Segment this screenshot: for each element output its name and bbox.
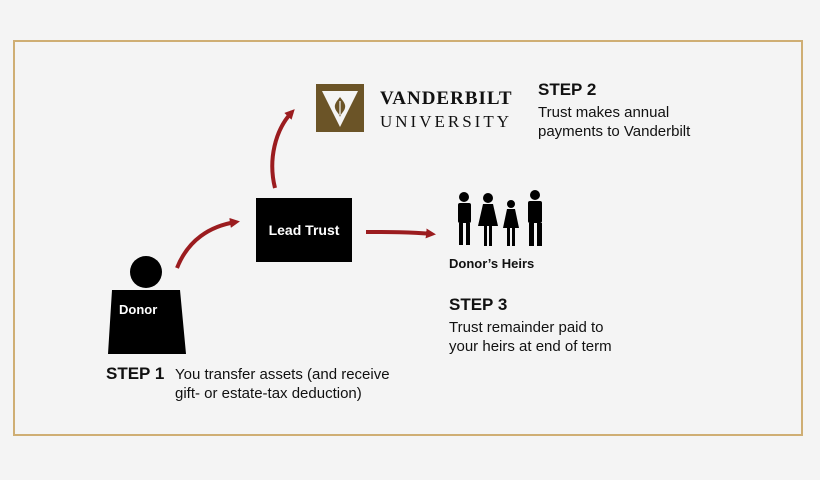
heirs-label: Donor’s Heirs <box>449 256 535 271</box>
lead-trust-box: Lead Trust <box>256 198 352 262</box>
step-1-text-line2: gift- or estate-tax deduction) <box>175 385 362 402</box>
arrow-donor-to-trust <box>175 217 240 269</box>
heirs-group-icon <box>458 190 542 246</box>
step-2-text-line1: Trust makes annual <box>538 104 670 121</box>
donor-person-icon <box>108 256 186 354</box>
step-1-text-line1: You transfer assets (and receive <box>175 366 390 383</box>
vanderbilt-shield-icon <box>316 84 364 132</box>
diagram-frame <box>13 40 803 436</box>
step-2-title: STEP 2 <box>538 80 597 99</box>
step-3-text-line2: your heirs at end of term <box>449 338 612 355</box>
step-3-title: STEP 3 <box>449 295 508 314</box>
university-subtitle: UNIVERSITY <box>380 112 512 131</box>
arrow-trust-to-vanderbilt <box>270 109 295 189</box>
step-3-text-line1: Trust remainder paid to <box>449 319 604 336</box>
university-name: VANDERBILT <box>380 88 513 109</box>
arrow-trust-to-heirs <box>365 228 436 239</box>
lead-trust-label: Lead Trust <box>268 222 340 238</box>
step-1-title: STEP 1 <box>106 364 165 383</box>
step-2-text-line2: payments to Vanderbilt <box>538 123 691 140</box>
donor-label: Donor <box>119 302 158 317</box>
